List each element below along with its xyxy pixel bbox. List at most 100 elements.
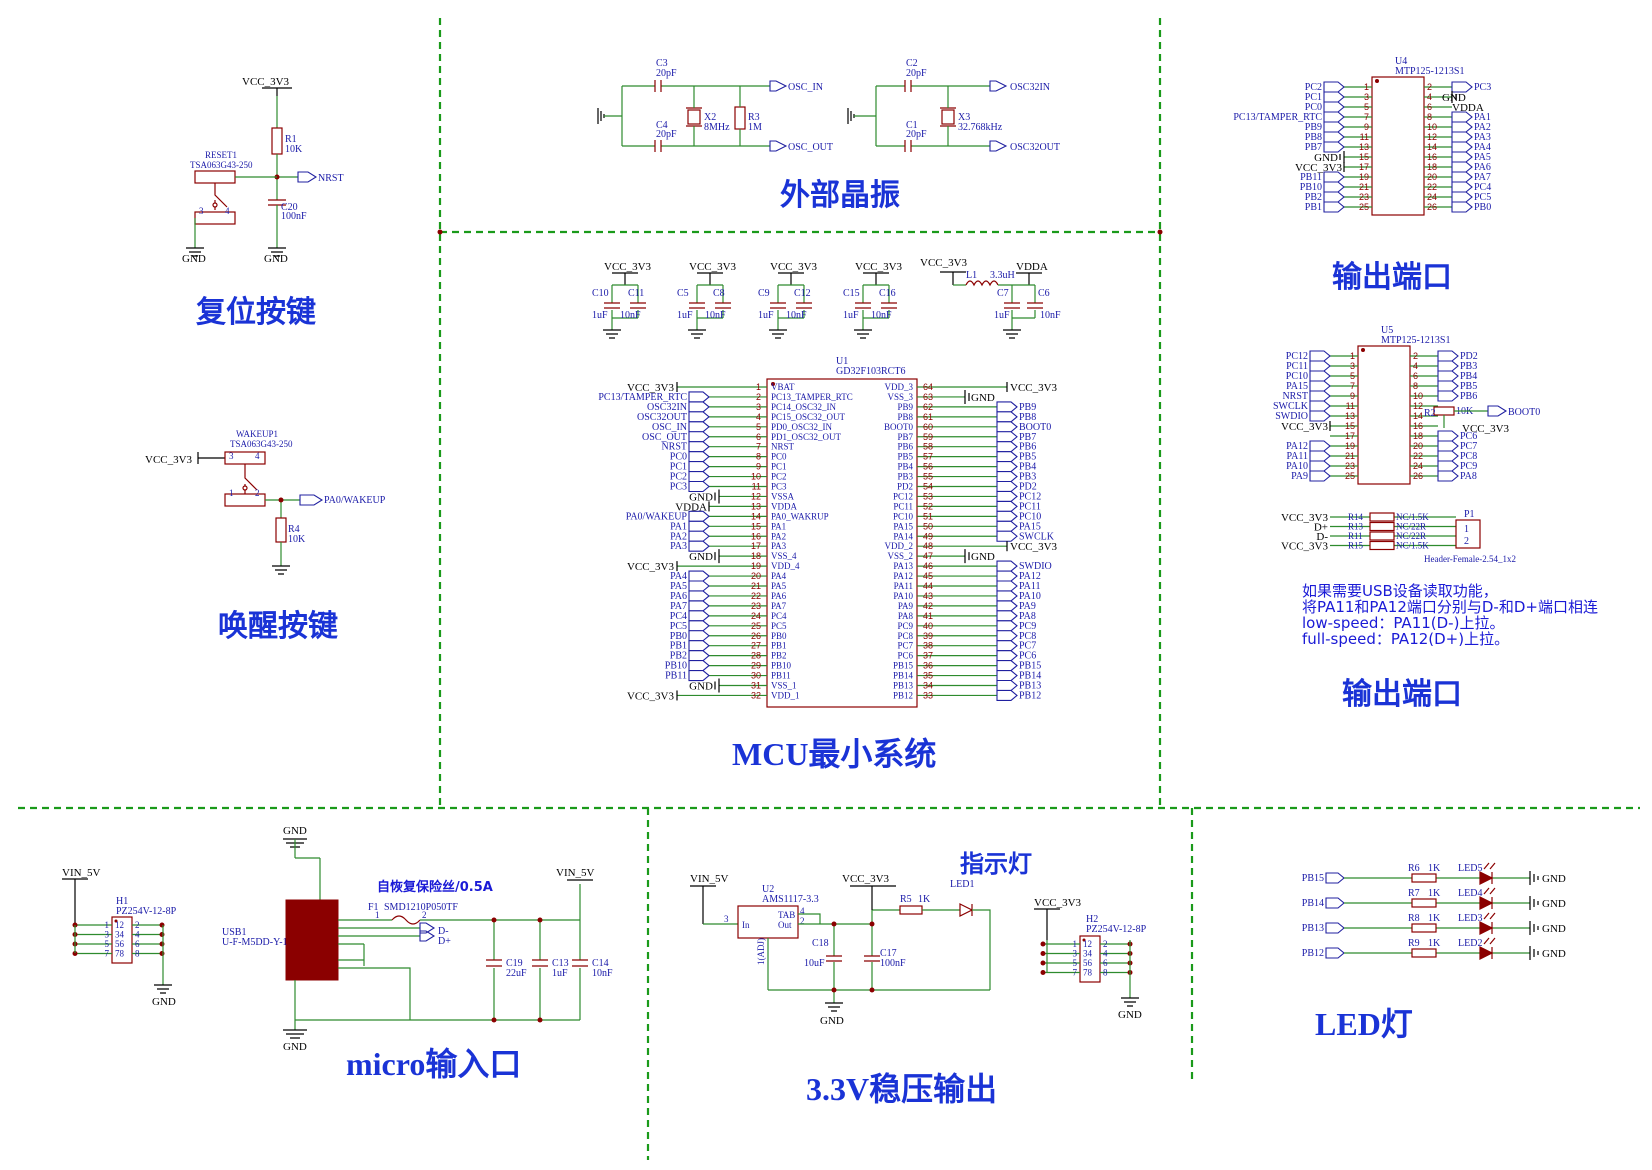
header-left-port xyxy=(1323,201,1345,213)
mcu-right-port-label: PA15 xyxy=(1019,521,1041,532)
decoup-vcc-0: VCC_3V3 xyxy=(604,261,652,273)
svg-text:3: 3 xyxy=(199,206,204,216)
wakeup-sw-ref: WAKEUP1 xyxy=(236,429,278,439)
mcu-right-port-label: PD2 xyxy=(1019,482,1037,493)
mcu-pin-num: 63 xyxy=(923,392,933,402)
mcu-right-port xyxy=(996,620,1018,632)
mcu-right-port xyxy=(996,480,1018,493)
mcu-right-port-label: PB4 xyxy=(1019,462,1036,473)
header-pin-num: 14 xyxy=(1427,142,1437,152)
header-right-port xyxy=(1437,450,1459,462)
mcu-left-port-label: OSC_OUT xyxy=(642,432,687,443)
header-pin-num: 16 xyxy=(1413,421,1423,431)
mcu-pin-num: 26 xyxy=(751,631,761,641)
mcu-pin-name: PA13 xyxy=(893,561,913,571)
svg-text:10nF: 10nF xyxy=(1040,310,1061,321)
svg-text:Out: Out xyxy=(778,920,792,930)
header-left-port xyxy=(1323,111,1345,123)
mcu-left-port-label: PA4 xyxy=(670,571,687,582)
title-indicator: 指示灯 xyxy=(960,850,1032,878)
mcu-right-port-label: PA12 xyxy=(1019,571,1041,582)
header-left-port xyxy=(1309,460,1331,472)
header-pin-num: 11 xyxy=(1360,132,1369,142)
mcu-pin-num: 33 xyxy=(923,690,933,700)
header-right-port-label: PC6 xyxy=(1460,431,1477,442)
header-right-port xyxy=(1437,460,1459,472)
mcu-pin-num: 31 xyxy=(751,681,761,691)
decoup-cb-3: C16 xyxy=(879,288,896,299)
mcu-left-port xyxy=(688,580,710,592)
mcu-right-port xyxy=(996,560,1018,572)
mcu-right-port xyxy=(996,461,1018,473)
mcu-pin-name: PB14 xyxy=(893,671,914,681)
header-vcc: VCC_3V3 xyxy=(1281,421,1329,433)
mcu-right-port-label: PC7 xyxy=(1019,641,1036,652)
header-pin-num: 18 xyxy=(1427,162,1437,172)
svg-text:2: 2 xyxy=(255,488,260,498)
led-gnd-1: GND xyxy=(1542,898,1566,910)
header-right-port-label: PC8 xyxy=(1460,451,1477,462)
svg-text:1(ADJ): 1(ADJ) xyxy=(756,938,766,965)
mcu-left-port xyxy=(688,431,710,443)
svg-text:VIN_5V: VIN_5V xyxy=(62,867,101,879)
mcu-right-port-label: PA9 xyxy=(1019,601,1036,612)
mcu-right-port xyxy=(996,490,1018,502)
ldo-3v3: VIN_5V 3 U2 AMS1117-3.3 In TAB Out 4 2 1… xyxy=(690,873,991,1027)
svg-text:C6: C6 xyxy=(1038,288,1050,299)
svg-text:1: 1 xyxy=(375,910,380,920)
header-pin-num: 7 xyxy=(1350,381,1355,391)
svg-text:C4: C4 xyxy=(656,120,668,131)
svg-text:GND: GND xyxy=(152,996,176,1008)
led-ref-2: LED3 xyxy=(1458,913,1482,924)
mcu-left-port-label: PC3 xyxy=(670,482,687,493)
header-right-port xyxy=(1451,191,1473,203)
h-pin-odd: 7 xyxy=(105,949,110,959)
svg-text:VDDA: VDDA xyxy=(1016,261,1048,273)
mcu-right-port-label: PB3 xyxy=(1019,472,1036,483)
h-pin-even: 2 xyxy=(1103,939,1108,949)
mcu-pin-num: 25 xyxy=(751,621,761,631)
svg-text:C14: C14 xyxy=(592,958,609,969)
mcu-pin-name: PA0_WAKRUP xyxy=(771,511,829,521)
mcu-pin-name: PC10 xyxy=(893,511,914,521)
mcu-right-port-label: PC12 xyxy=(1019,491,1041,502)
led-resistor-1 xyxy=(1411,898,1437,908)
mcu-right-port-label: PB15 xyxy=(1019,661,1041,672)
svg-text:OSC32OUT: OSC32OUT xyxy=(1010,142,1060,153)
h-pin-inner: 12 xyxy=(1083,939,1092,949)
mcu-pin-num: 40 xyxy=(923,621,933,631)
wakeup-sw-part: TSA063G43-250 xyxy=(230,439,293,449)
mcu-pin-name: PC11 xyxy=(893,501,913,511)
header-left-port-label: PB9 xyxy=(1305,122,1322,133)
mcu-pin-num: 55 xyxy=(923,472,933,482)
mcu-pin-name: VSSA xyxy=(771,491,795,501)
mcu-left-port xyxy=(688,510,710,522)
mcu-left-port xyxy=(688,461,710,473)
svg-text:OSC32IN: OSC32IN xyxy=(1010,82,1050,93)
mcu-right-port-label: PB5 xyxy=(1019,452,1036,463)
h-pin-even: 8 xyxy=(1103,968,1108,978)
header-right-port-label: PA8 xyxy=(1460,471,1477,482)
svg-text:3.3uH: 3.3uH xyxy=(990,270,1015,281)
mcu-left-port-label: PB0 xyxy=(670,631,687,642)
h-pin-odd: 5 xyxy=(105,939,110,949)
r1-ref: R1 xyxy=(285,134,297,145)
mcu-pin-name: PC7 xyxy=(897,641,913,651)
title-ldo: 3.3V稳压输出 xyxy=(806,1071,997,1107)
mcu-right-port-label: PA11 xyxy=(1019,581,1041,592)
h-pin-inner: 34 xyxy=(115,930,125,940)
mcu-pin-num: 49 xyxy=(923,531,933,541)
mcu-left-port xyxy=(688,530,710,542)
header-right-port-label: PC5 xyxy=(1474,192,1491,203)
mcu-pin-name: PC8 xyxy=(897,631,913,641)
h-pin-even: 4 xyxy=(1103,949,1108,959)
mcu-pin-name: PC4 xyxy=(771,611,787,621)
header-left-port xyxy=(1309,440,1331,452)
mcu-right-port xyxy=(996,510,1018,522)
wakeup-circuit: VCC_3V3 WAKEUP1 TSA063G43-250 3 4 1 2 PA… xyxy=(145,429,386,575)
title-mcu: MCU最小系统 xyxy=(732,736,936,772)
mcu-pin-num: 38 xyxy=(923,641,933,651)
header-u5: U5 MTP125-1213S1 1PC123PC115PC107PA159NR… xyxy=(1273,325,1540,485)
